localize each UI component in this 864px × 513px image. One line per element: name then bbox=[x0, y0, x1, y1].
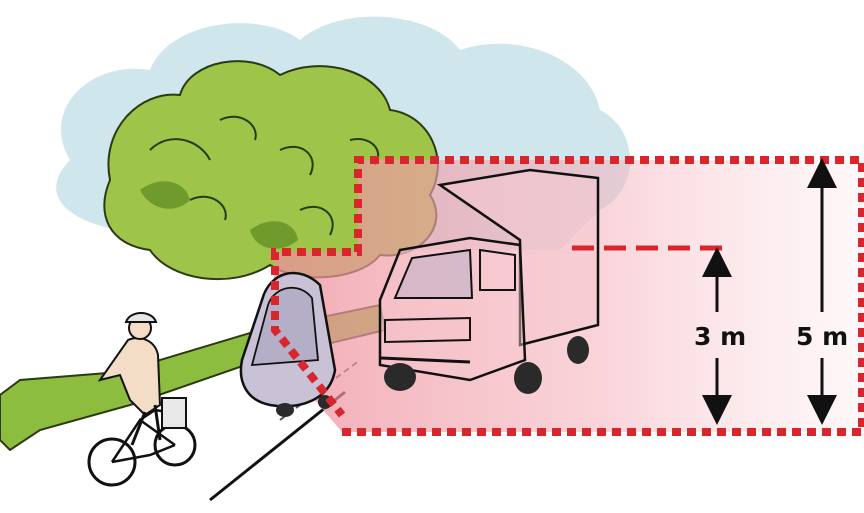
truck-icon bbox=[378, 168, 600, 394]
clearance-3m-label: 3 m bbox=[694, 322, 747, 351]
clearance-zone-border bbox=[271, 156, 864, 436]
tree-icon bbox=[103, 60, 439, 281]
clearance-5m-label: 5 m bbox=[796, 322, 849, 351]
bicycle-rider-icon bbox=[87, 312, 197, 487]
